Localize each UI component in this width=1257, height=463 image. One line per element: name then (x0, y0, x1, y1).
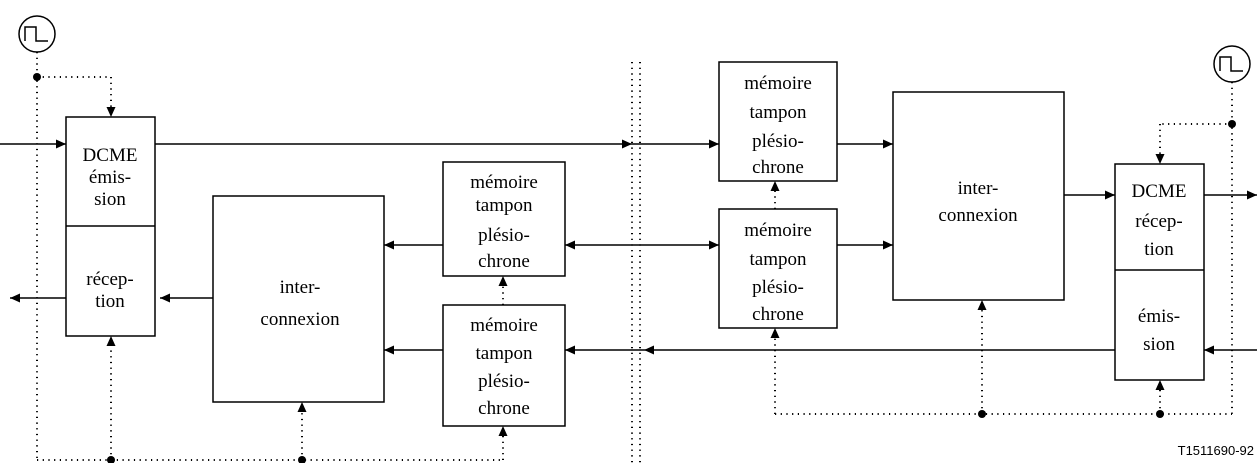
figure-reference: T1511690-92 (1178, 443, 1254, 458)
right-lower-buffer-line4: chrone (752, 304, 804, 325)
square-wave-clock-icon (1213, 45, 1251, 83)
left-upper-buffer-line2: tampon (476, 195, 533, 216)
left-upper-buffer-line1: mémoire (470, 172, 538, 193)
arrowheads (10, 107, 1257, 436)
junction-dots (33, 73, 1236, 463)
left-dcme-label-line2: émis- (89, 167, 131, 188)
signal-lines (0, 143, 1257, 351)
right-lower-buffer-line2: tampon (750, 249, 807, 270)
right-upper-buffer-line2: tampon (750, 102, 807, 123)
left-lower-buffer-line3: plésio- (478, 371, 530, 392)
right-upper-buffer-line3: plésio- (752, 131, 804, 152)
left-dcme-label-line1: DCME (83, 145, 138, 166)
right-lower-buffer-line1: mémoire (744, 220, 812, 241)
left-dcme-block: DCME émis- sion récep- tion (65, 116, 156, 337)
left-upper-buffer-line3: plésio- (478, 225, 530, 246)
right-dcme-label-line2: récep- (1135, 211, 1182, 232)
right-interconnexion-line1: inter- (958, 178, 999, 199)
right-dcme-label-line1: DCME (1132, 181, 1187, 202)
left-interconnexion-line2: connexion (260, 309, 340, 330)
left-upper-buffer-block: mémoire tampon plésio- chrone (442, 161, 566, 277)
left-dcme-label-line3: sion (94, 189, 126, 210)
left-lower-buffer-block: mémoire tampon plésio- chrone (442, 304, 566, 427)
square-wave-clock-icon (18, 15, 56, 53)
right-upper-buffer-block: mémoire tampon plésio- chrone (718, 61, 838, 182)
right-dcme-label-line3: tion (1144, 239, 1174, 260)
right-dcme-tx-line2: sion (1143, 334, 1175, 355)
left-upper-buffer-line4: chrone (478, 251, 530, 272)
left-lower-buffer-line2: tampon (476, 343, 533, 364)
right-upper-buffer-line4: chrone (752, 157, 804, 178)
left-lower-buffer-line1: mémoire (470, 315, 538, 336)
left-lower-buffer-line4: chrone (478, 398, 530, 419)
right-lower-buffer-block: mémoire tampon plésio- chrone (718, 208, 838, 329)
left-dcme-rx-line1: récep- (86, 269, 133, 290)
left-interconnexion-block: inter- connexion (212, 195, 385, 403)
right-interconnexion-line2: connexion (938, 205, 1018, 226)
right-dcme-tx-line1: émis- (1138, 306, 1180, 327)
left-interconnexion-line1: inter- (280, 277, 321, 298)
left-dcme-rx-line2: tion (95, 291, 125, 312)
right-dcme-block: DCME récep- tion émis- sion (1114, 163, 1205, 381)
right-upper-buffer-line1: mémoire (744, 73, 812, 94)
right-interconnexion-block: inter- connexion (892, 91, 1065, 301)
clock-distribution-lines (36, 52, 1233, 463)
right-lower-buffer-line3: plésio- (752, 277, 804, 298)
